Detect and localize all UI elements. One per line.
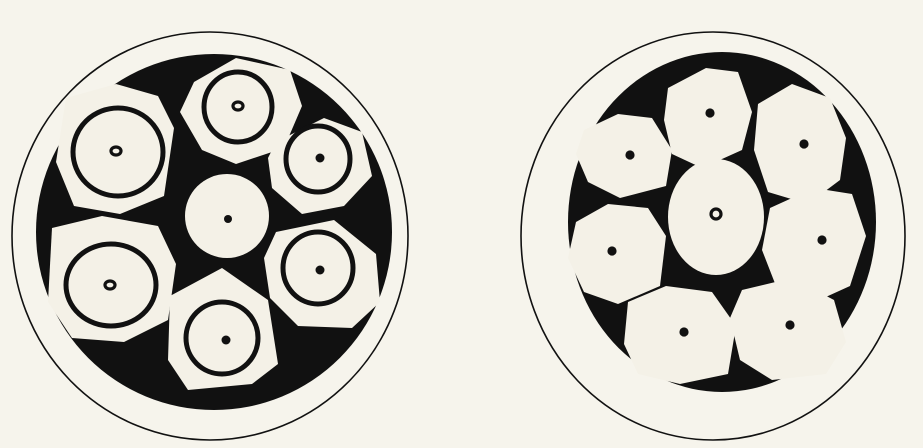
left-cell-center xyxy=(185,174,269,258)
right-cell-center xyxy=(668,159,764,275)
right-cell-left xyxy=(568,204,666,304)
left-cell-upper-left xyxy=(56,84,174,214)
left-cell-lower-left xyxy=(48,216,176,342)
left-cross-section xyxy=(12,32,408,440)
right-cross-section xyxy=(521,32,905,440)
